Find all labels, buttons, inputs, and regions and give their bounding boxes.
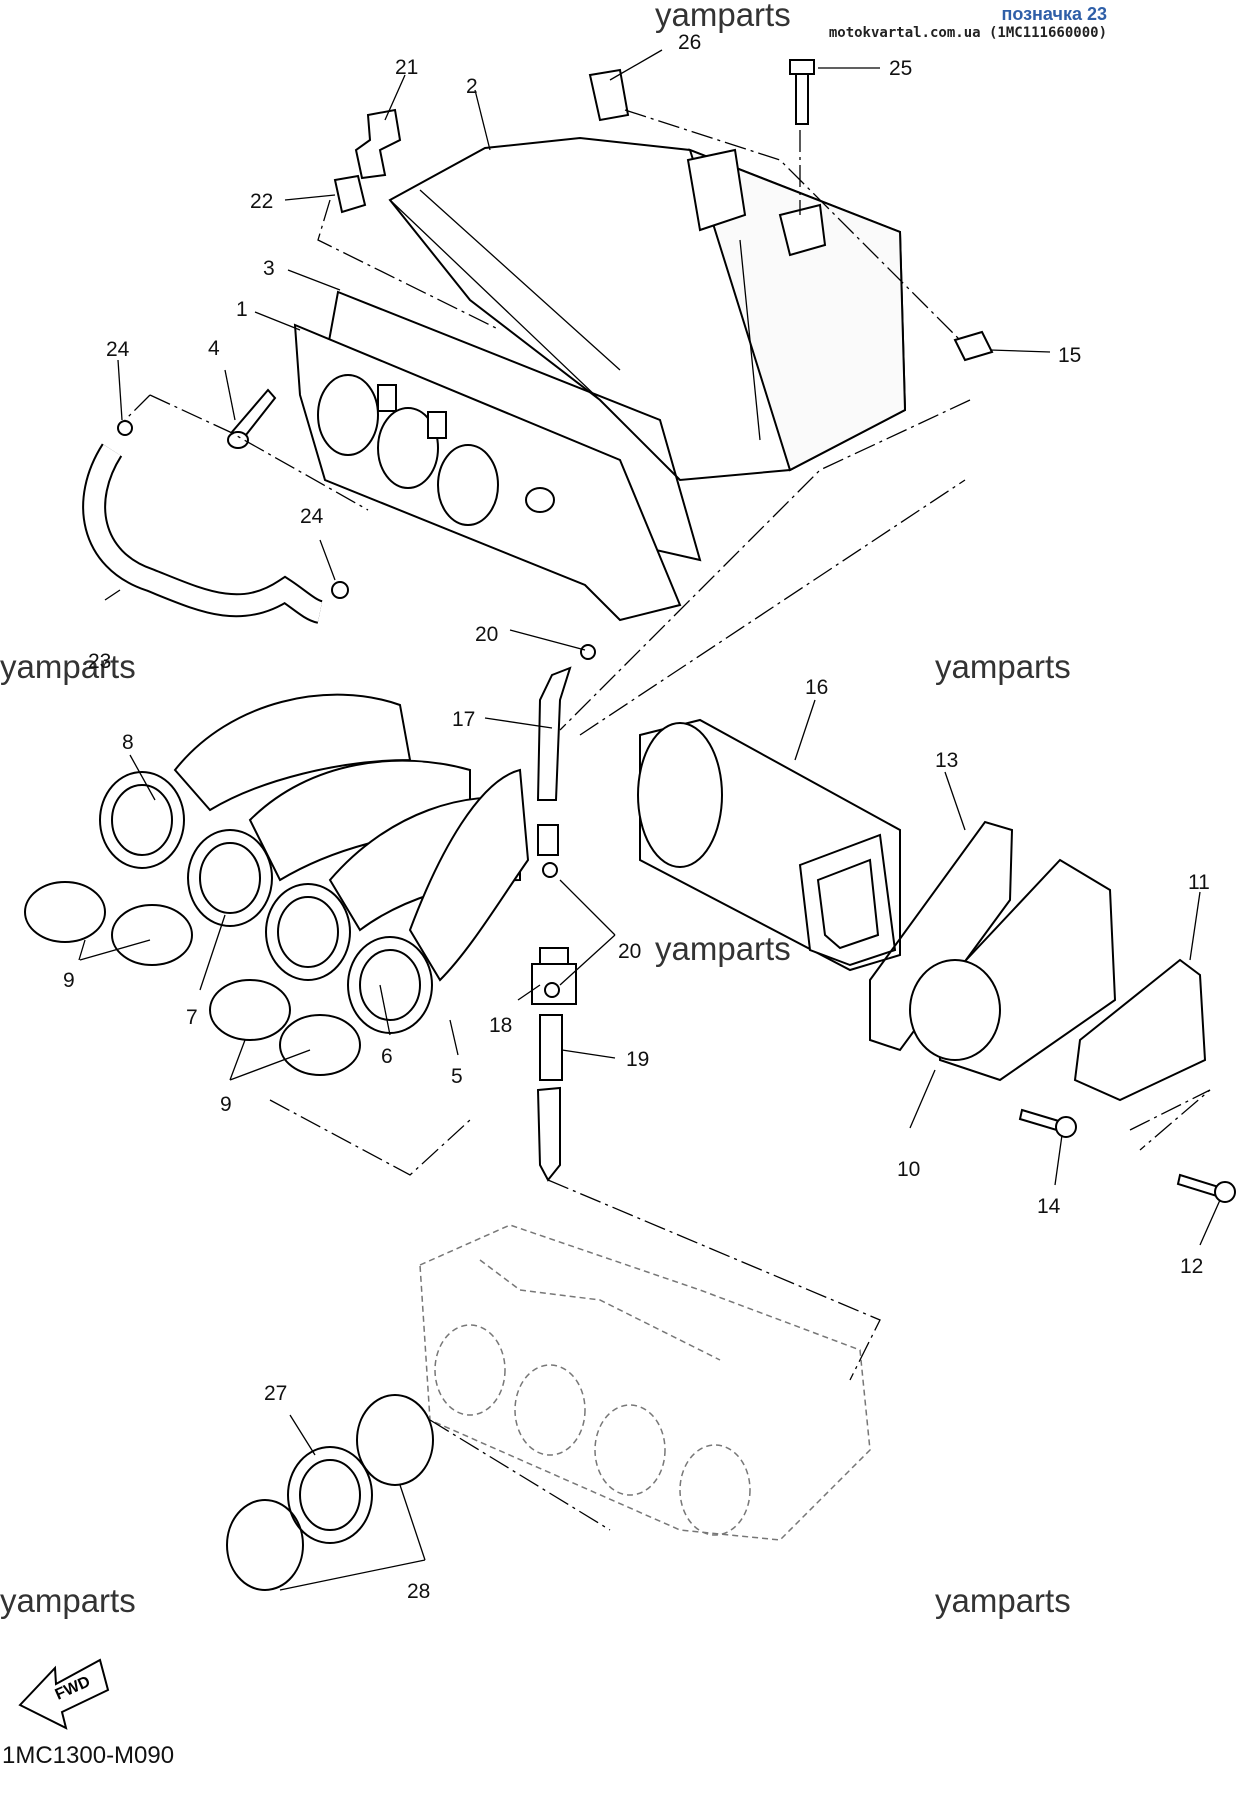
watermark: yamparts bbox=[0, 1582, 136, 1619]
callout-20b: 20 bbox=[618, 940, 641, 963]
callout-16: 16 bbox=[805, 676, 828, 699]
callout-24b: 24 bbox=[300, 505, 324, 528]
callout-17: 17 bbox=[452, 708, 475, 731]
callout-28: 28 bbox=[407, 1580, 430, 1603]
hose-clip-lower bbox=[544, 982, 560, 998]
watermark: yamparts bbox=[0, 648, 136, 685]
drain-hose bbox=[82, 443, 324, 624]
watermark: yamparts bbox=[935, 648, 1071, 685]
callout-2: 2 bbox=[466, 75, 478, 98]
air-box-nut bbox=[953, 330, 994, 362]
callout-9a: 9 bbox=[63, 969, 75, 992]
callout-23: 23 bbox=[88, 650, 111, 673]
carburetor-assembly-ghost bbox=[419, 1224, 871, 1541]
watermark: yamparts bbox=[655, 930, 791, 967]
cover-screw-12 bbox=[1176, 1173, 1236, 1203]
callout-9b: 9 bbox=[220, 1093, 232, 1116]
hose-clip-upper bbox=[580, 644, 596, 660]
breather-hose-upper bbox=[536, 666, 572, 801]
breather-clip bbox=[333, 174, 367, 214]
carburetor-joint bbox=[287, 1446, 373, 1544]
callout-12: 12 bbox=[1180, 1255, 1203, 1278]
intake-joint-7 bbox=[187, 759, 471, 927]
callout-21: 21 bbox=[395, 56, 418, 79]
callout-14: 14 bbox=[1037, 1195, 1061, 1218]
assembly-guide-lines bbox=[124, 109, 1211, 1531]
callout-15: 15 bbox=[1058, 344, 1081, 367]
watermark: yamparts bbox=[655, 0, 791, 33]
callout-6: 6 bbox=[381, 1045, 393, 1068]
drawing-code: 1MC1300-M090 bbox=[2, 1742, 175, 1769]
hose-clamp bbox=[111, 904, 193, 966]
hose-clip bbox=[331, 581, 349, 599]
callout-26: 26 bbox=[678, 31, 701, 54]
callout-27: 27 bbox=[264, 1382, 287, 1405]
reference-label: позначка 23 bbox=[1001, 4, 1107, 24]
callout-4: 4 bbox=[208, 337, 220, 360]
callout-13: 13 bbox=[935, 749, 958, 772]
leader-lines bbox=[78, 49, 1221, 1591]
callout-1: 1 bbox=[236, 298, 248, 321]
air-box-case bbox=[388, 136, 907, 482]
watermark: yamparts bbox=[935, 1582, 1071, 1619]
callout-22: 22 bbox=[250, 190, 273, 213]
breather-hose-lower bbox=[536, 1014, 563, 1182]
callout-11: 11 bbox=[1188, 871, 1210, 894]
forward-arrow-icon: FWD bbox=[18, 1658, 110, 1730]
callout-24a: 24 bbox=[106, 338, 130, 361]
hose-clamp bbox=[24, 881, 106, 943]
hose-clip bbox=[117, 420, 133, 436]
reference-header: позначка 23 motokvartal.com.ua (1MC11166… bbox=[829, 4, 1107, 41]
filter-case bbox=[909, 858, 1117, 1082]
intake-joint-5 bbox=[347, 768, 530, 1034]
callout-18: 18 bbox=[489, 1014, 512, 1037]
air-filter-element bbox=[637, 718, 901, 972]
filter-case-cover bbox=[1073, 958, 1207, 1102]
callout-10: 10 bbox=[897, 1158, 920, 1181]
intake-joint-8 bbox=[99, 693, 412, 869]
air-box-grommet bbox=[588, 68, 630, 122]
hose-clamp bbox=[209, 979, 291, 1041]
air-box-bolt bbox=[789, 59, 815, 125]
carburetor-joint-clamp bbox=[226, 1499, 304, 1591]
callout-25: 25 bbox=[889, 57, 912, 80]
hose-clip-middle bbox=[542, 862, 558, 878]
callout-3: 3 bbox=[263, 257, 275, 280]
callout-20a: 20 bbox=[475, 623, 498, 646]
hose-clamp bbox=[279, 1014, 361, 1076]
callout-labels: 1 2 3 4 5 6 7 8 9 9 10 11 12 13 14 15 16… bbox=[63, 31, 1210, 1603]
source-line: motokvartal.com.ua (1MC111660000) bbox=[828, 25, 1107, 41]
callout-7: 7 bbox=[186, 1006, 198, 1029]
breather-joint bbox=[354, 108, 402, 180]
callout-5: 5 bbox=[451, 1065, 463, 1088]
filter-case-gasket bbox=[869, 820, 1014, 1052]
breather-hose-joint bbox=[537, 824, 559, 856]
case-screw-14 bbox=[1018, 1108, 1077, 1138]
carburetor-joint-clamp bbox=[356, 1394, 434, 1486]
callout-19: 19 bbox=[626, 1048, 649, 1071]
callout-8: 8 bbox=[122, 731, 134, 754]
air-box-cover-plate bbox=[293, 323, 682, 622]
